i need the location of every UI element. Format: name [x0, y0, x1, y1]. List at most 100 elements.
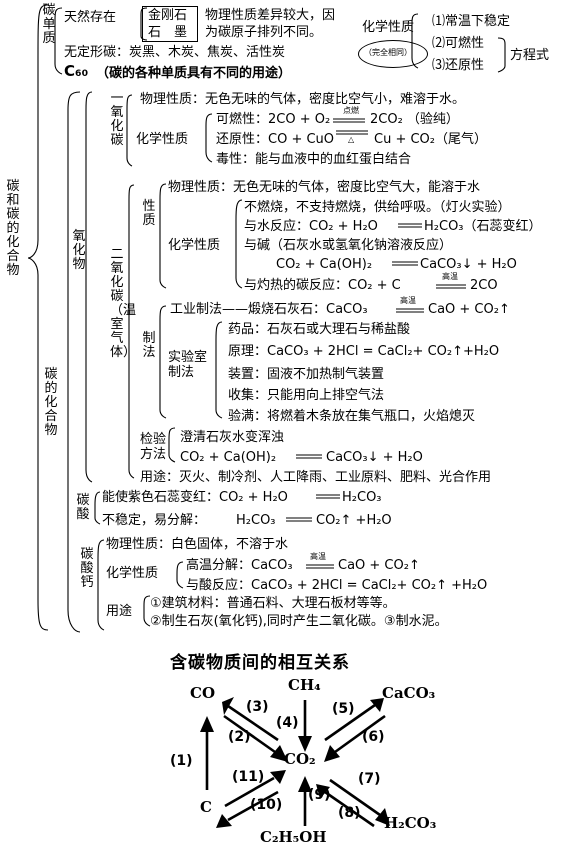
node-c: C [200, 798, 212, 816]
caco3-decomp-sign [306, 564, 334, 569]
co2-test1: 澄清石灰水变浑浊 [180, 430, 285, 445]
co-combust-sign [333, 118, 365, 123]
caco3-chem-label: 化学性质 [106, 566, 159, 581]
co-physical: 物理性质：无色无味的气体，密度比空气小，难溶于水。 [140, 92, 466, 107]
co2-principle: 原理：CaCO₃ + 2HCl = CaCl₂+ CO₂↑+H₂O [228, 344, 500, 359]
c60-note: （碳的各种单质具有不同的用途） [96, 66, 292, 81]
co2-carbon-react: 与灼热的碳反应：CO₂ + C [244, 278, 401, 293]
acid-unstable-rhs: CO₂↑ +H₂O [316, 513, 392, 528]
acid-litmus-rhs: H₂CO₃ [342, 490, 382, 505]
node-h2co3: H₂CO₃ [384, 814, 437, 832]
co2-industry-rhs: CaO + CO₂↑ [428, 302, 510, 317]
label-4: (4) [276, 715, 299, 731]
node-ch4: CH₄ [288, 676, 321, 694]
co2-base-sign [392, 261, 418, 266]
co-toxic: 毒性：能与血液中的血红蛋白结合 [216, 152, 412, 167]
co2-test-label: 检验方法 [140, 432, 167, 462]
natural-note-1: 物理性质差异较大，因 [205, 8, 336, 23]
prop-reducing: ⑶还原性 [432, 58, 485, 73]
oxide-branch-label: 氧化物 [72, 229, 86, 272]
co2-water-sign [398, 223, 422, 228]
root-label: 碳和碳的化合物 [6, 179, 20, 278]
natural-box [142, 6, 198, 42]
co2-full: 验满：将燃着木条放在集气瓶口，火焰熄灭 [228, 409, 476, 424]
co2-prop-label: 性质 [142, 199, 156, 228]
co2-chem-label: 化学性质 [168, 238, 221, 253]
co-reduce-cond: △ [348, 135, 355, 144]
caco3-physical: 物理性质：白色固体，不溶于水 [106, 537, 289, 552]
co-combust-cond: 点燃 [343, 106, 359, 115]
caco3-decomp-cond: 高温 [310, 552, 326, 561]
diamond-label: 金刚石 [148, 8, 188, 23]
acid-branch-label: 碳酸 [76, 493, 90, 522]
compounds-branch-label: 碳的化合物 [44, 367, 58, 438]
amorphous-carbon: 无定形碳：炭黑、木炭、焦炭、活性炭 [64, 45, 286, 60]
co-chem-label: 化学性质 [136, 132, 189, 147]
natural-note-2: 为碳原子排列不同。 [205, 25, 323, 40]
caco3-decomp: 高温分解：CaCO₃ [186, 558, 293, 573]
co2-no-burn: 不燃烧，不支持燃烧，供给呼吸。（灯火实验） [244, 200, 511, 215]
same-oval [358, 40, 428, 68]
co2-collect: 收集：只能用向上排空气法 [228, 388, 385, 403]
co2-test-rhs: CaCO₃↓ + H₂O [326, 450, 423, 465]
node-co: CO [190, 684, 216, 702]
caco3-use-2: ②制生石灰(氧化钙),同时产生二氧化碳。③制水泥。 [150, 614, 448, 629]
acid-unstable: 不稳定，易分解： [102, 513, 207, 528]
graphite-label: 石 墨 [148, 25, 188, 40]
co2-industry-cond: 高温 [400, 296, 416, 305]
co-reduce-sign [336, 130, 368, 135]
co-combust-rhs: 2CO₂ （验纯） [370, 112, 459, 127]
prop-stable: ⑴常温下稳定 [432, 14, 511, 29]
co2-base-eq: CO₂ + Ca(OH)₂ [276, 257, 373, 272]
co2-carbon-rhs: 2CO [470, 278, 498, 293]
relation-title: 含碳物质间的相互关系 [170, 653, 350, 673]
co2-device: 装置：固液不加热制气装置 [228, 367, 385, 382]
co2-test-sign [296, 454, 322, 459]
label-3: (3) [246, 699, 269, 715]
co2-base: 与碱（石灰水或氢氧化钠溶液反应） [244, 238, 453, 253]
label-2: (2) [228, 729, 251, 745]
co2-water-rhs: H₂CO₃（石蕊变红） [424, 219, 542, 234]
co2-carbon-sign [436, 284, 466, 289]
node-ethanol: C₂H₅OH [260, 828, 327, 846]
natural-label: 天然存在 [64, 10, 117, 25]
label-1: (1) [170, 753, 193, 769]
node-co2: CO₂ [284, 750, 316, 768]
co2-physical: 物理性质：无色无味的气体，密度比空气大，能溶于水 [168, 180, 481, 195]
prop-flammable: ⑵可燃性 [432, 36, 485, 51]
acid-unstable-eq: H₂CO₃ [236, 513, 276, 528]
acid-litmus: 能使紫色石蕊变红：CO₂ + H₂O [102, 490, 288, 505]
co-reduce-rhs: Cu + CO₂（尾气） [374, 132, 487, 147]
co2-drugs: 药品：石灰石或大理石与稀盐酸 [228, 322, 411, 337]
acid-unstable-sign [286, 517, 312, 522]
caco3-branch-label: 碳酸钙 [80, 547, 94, 590]
co-reduce: 还原性：CO + CuO [216, 132, 335, 147]
co2-test-eq: CO₂ + Ca(OH)₂ [180, 450, 277, 465]
co2-lab-label: 实验室制法 [168, 350, 208, 380]
co2-industry-sign [396, 308, 424, 313]
carbon-branch-label: 碳单质 [42, 3, 56, 46]
label-9: (9) [308, 787, 331, 803]
caco3-acid: 与酸反应：CaCO₃ + 2HCl = CaCl₂+ CO₂↑ +H₂O [186, 578, 488, 593]
co2-industry: 工业制法——煅烧石灰石：CaCO₃ [170, 302, 368, 317]
caco3-use-label: 用途 [106, 604, 133, 619]
co2-uses: 用途：灭火、制冷剂、人工降雨、工业原料、肥料、光合作用 [140, 470, 492, 485]
c60-formula: C₆₀ [64, 62, 89, 80]
acid-litmus-sign [316, 494, 340, 499]
equation-label: 方程式 [510, 48, 550, 63]
co2-make-label: 制法 [142, 331, 156, 360]
co2-base-rhs: CaCO₃↓ + H₂O [420, 257, 517, 272]
same-note: （完全相同） [364, 48, 412, 57]
co-combust: 可燃性：2CO + O₂ [216, 112, 331, 127]
label-7: (7) [358, 771, 381, 787]
label-8: (8) [338, 805, 361, 821]
label-6: (6) [362, 729, 385, 745]
co2-carbon-cond: 高温 [442, 272, 458, 281]
co-branch-label: 一氧化碳 [110, 91, 124, 148]
label-10: (10) [250, 797, 283, 813]
label-5: (5) [332, 701, 355, 717]
node-caco3: CaCO₃ [382, 684, 436, 702]
